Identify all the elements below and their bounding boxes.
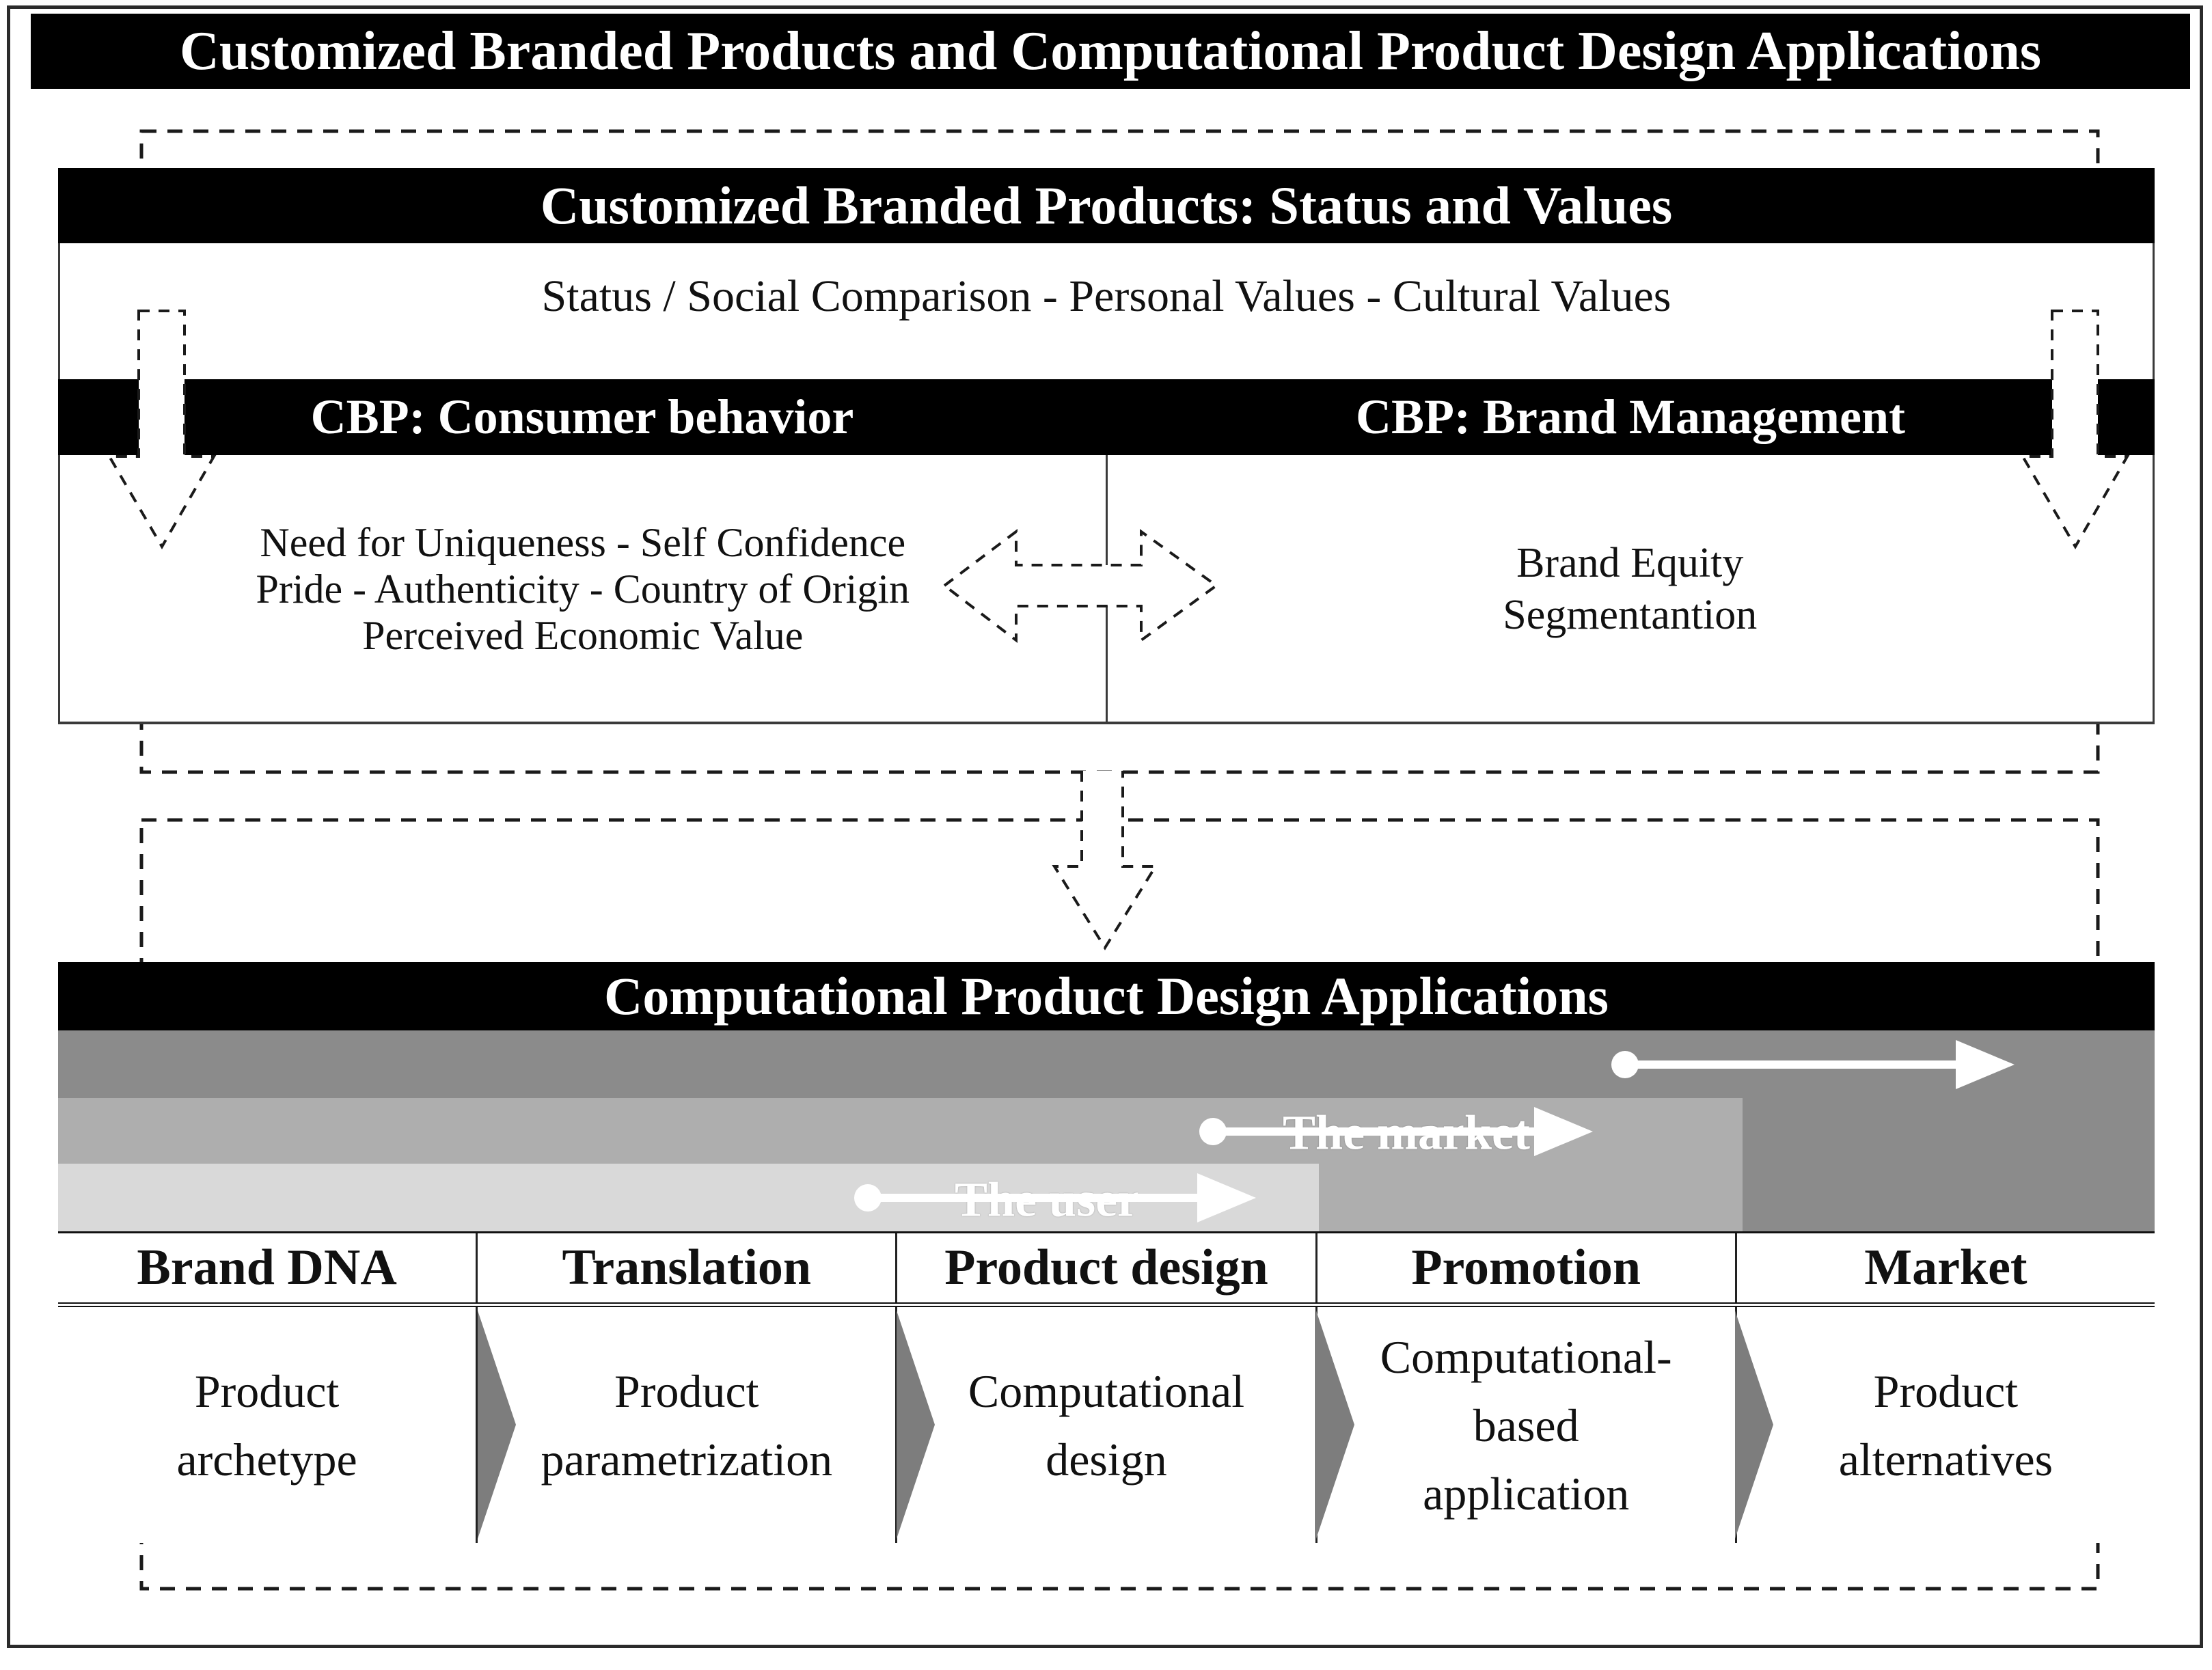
consumer-factor-line: Perceived Economic Value (362, 612, 804, 658)
process-header-cell: Promotion (1317, 1233, 1737, 1302)
status-values-line: Status / Social Comparison - Personal Va… (541, 271, 1671, 321)
process-table: Brand DNA Translation Product design Pro… (58, 1231, 2155, 1543)
cbp-brand-panel: Brand Equity Segmentantion (1108, 455, 2153, 722)
main-title: Customized Branded Products and Computat… (179, 20, 2042, 81)
process-header-cell: Translation (478, 1233, 898, 1302)
process-step-cell: Product parametrization (478, 1307, 898, 1543)
cbp-consumer-header: CBP: Consumer behavior (310, 389, 854, 444)
process-step-cell: Computational design (897, 1307, 1317, 1543)
cbp-brand-factors: Brand Equity Segmentantion (1503, 537, 1757, 641)
cbp-consumer-panel: Need for Uniqueness - Self Confidence Pr… (60, 455, 1108, 722)
cbp-consumer-factors: Need for Uniqueness - Self Confidence Pr… (256, 519, 910, 659)
brand-factor-line: Segmentantion (1503, 591, 1758, 638)
process-step-cell: Product archetype (58, 1307, 478, 1543)
cbp-body: Need for Uniqueness - Self Confidence Pr… (60, 455, 2153, 722)
cbp-subheaders-band: CBP: Consumer behavior CBP: Brand Manage… (58, 379, 2155, 455)
scope-label-user: The user (955, 1172, 1139, 1227)
process-header-cell: Brand DNA (58, 1233, 478, 1302)
consumer-factor-line: Pride - Authenticity - Country of Origin (256, 566, 910, 612)
process-header-cell: Market (1864, 1240, 2027, 1296)
consumer-factor-line: Need for Uniqueness - Self Confidence (260, 519, 906, 565)
cbp-banner: Customized Branded Products: Status and … (58, 168, 2155, 243)
scope-label-market: The market (1283, 1105, 1530, 1160)
process-header-cell: Product design (897, 1233, 1317, 1302)
cbp-section-box: Customized Branded Products: Status and … (58, 168, 2155, 724)
process-header-row: Brand DNA Translation Product design Pro… (58, 1233, 2155, 1307)
cpda-section-box: Computational Product Design Application… (58, 962, 2155, 1543)
cbp-banner-title: Customized Branded Products: Status and … (540, 176, 1673, 235)
process-step-cell: Computational-based application (1317, 1307, 1737, 1543)
cbp-brand-header: CBP: Brand Management (1356, 389, 1905, 444)
brand-factor-line: Brand Equity (1516, 539, 1744, 586)
main-title-banner: Customized Branded Products and Computat… (31, 14, 2190, 89)
cpda-banner-title: Computational Product Design Application… (604, 966, 1609, 1026)
cpda-banner: Computational Product Design Application… (58, 962, 2155, 1030)
process-body-row: Product archetype Product parametrizatio… (58, 1307, 2155, 1543)
process-step-cell: Product alternatives (1838, 1365, 2053, 1486)
scope-bars: The market The user The designer (58, 1030, 2155, 1231)
